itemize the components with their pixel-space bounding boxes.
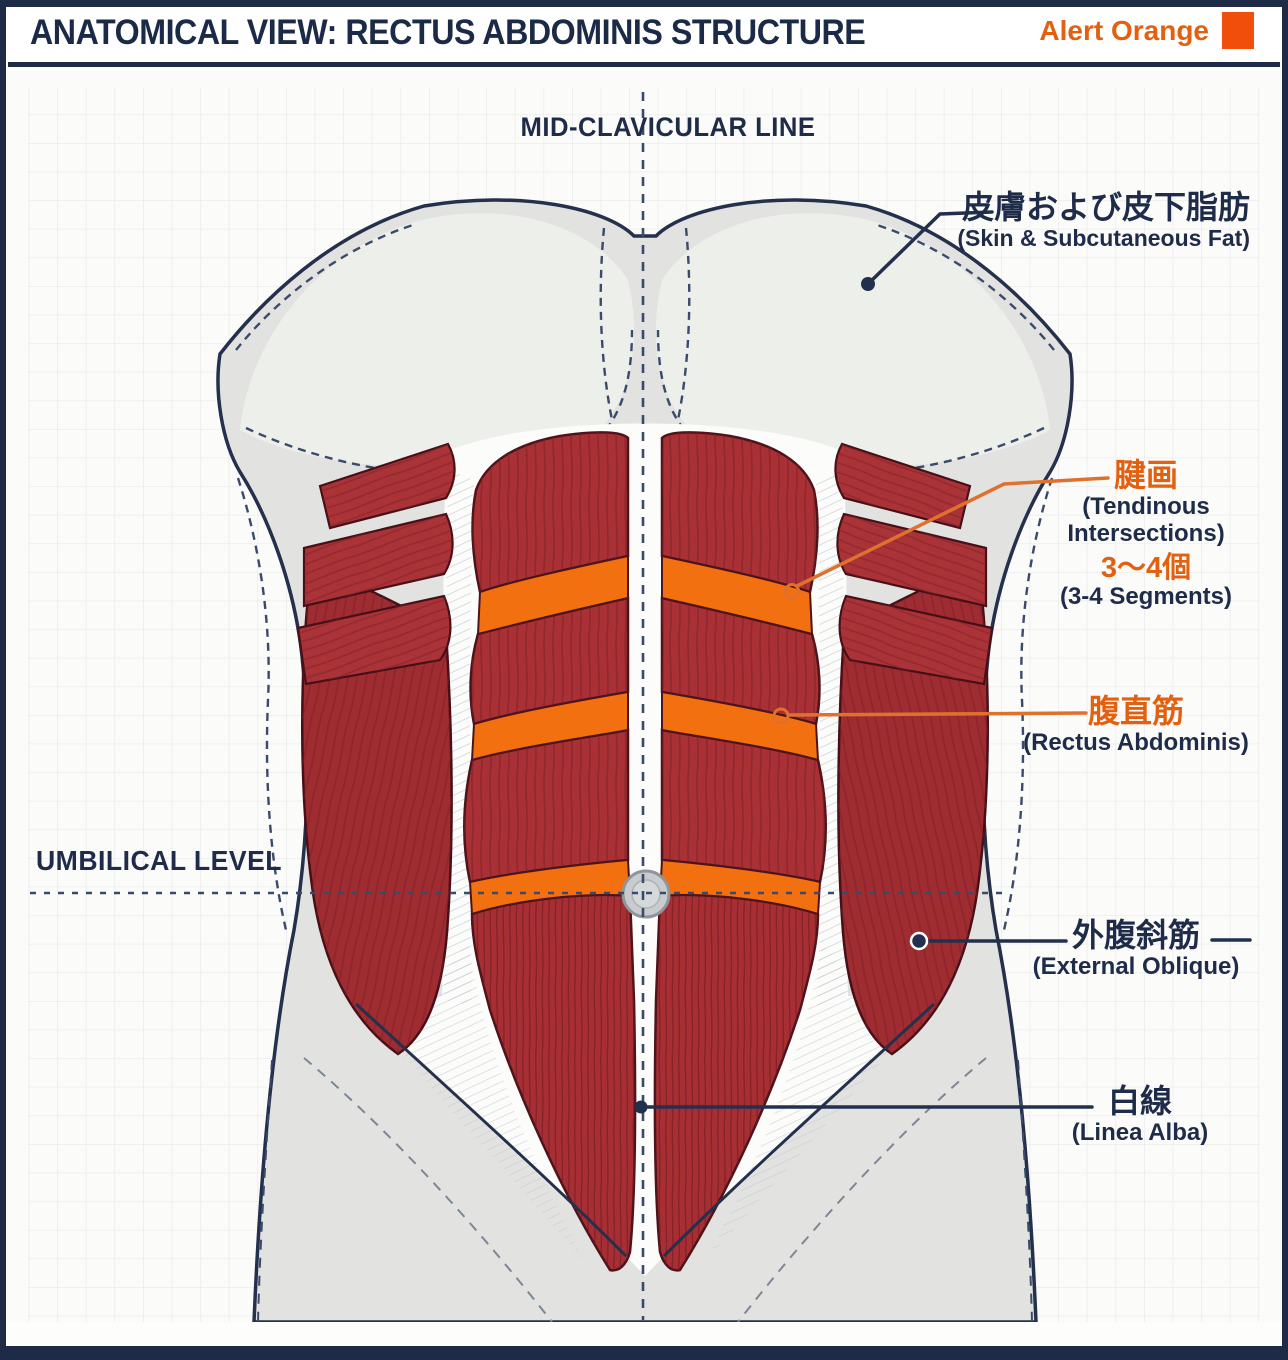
external-oblique-right (837, 557, 990, 1056)
callout-skin: 皮膚および皮下脂肪 (Skin & Subcutaneous Fat) (957, 189, 1250, 252)
accent-color-swatch (1222, 12, 1254, 49)
serratus-slips-left (296, 442, 456, 686)
callout-tendinous-en1: (Tendinous (1082, 492, 1210, 520)
tendinous-band-1-left (476, 554, 629, 636)
tendinous-band-2-right (661, 690, 820, 762)
leader-linea-alba (634, 1100, 1094, 1114)
tendinous-intersection-bands (468, 554, 822, 916)
rectus-abdominis-segments (462, 431, 828, 1272)
leader-rectus (772, 707, 1088, 725)
callout-linea-alba-jp: 白線 (1107, 1083, 1172, 1119)
callout-rectus-en: (Rectus Abdominis) (1023, 728, 1249, 756)
callout-tendinous-en2: Intersections) (1067, 519, 1225, 547)
accent-legend: Alert Orange (1039, 12, 1254, 49)
leader-skin (861, 210, 994, 291)
inguinal-line-left (354, 1002, 628, 1258)
title-band (6, 7, 1282, 62)
callout-tendinous: 腱画 (Tendinous Intersections) 3〜4個 (3-4 S… (1016, 457, 1276, 611)
callout-rectus: 腹直筋 (Rectus Abdominis) (1006, 693, 1266, 757)
serratus-slips-right (834, 442, 994, 686)
callout-rectus-jp: 腹直筋 (1087, 693, 1184, 729)
callout-tendinous-count-en: (3-4 Segments) (1059, 583, 1233, 611)
pectoral-highlight-left (240, 213, 635, 467)
umbilical-level-label: UMBILICAL LEVEL (36, 845, 283, 876)
callout-oblique-en: (External Oblique) (1032, 952, 1240, 980)
callout-skin-en: (Skin & Subcutaneous Fat) (957, 224, 1250, 251)
pectoral-highlight-right (655, 213, 1050, 467)
callout-skin-jp: 皮膚および皮下脂肪 (961, 189, 1250, 225)
tendinous-band-1-right (661, 554, 814, 636)
leader-oblique (909, 931, 1252, 951)
page-title: ANATOMICAL VIEW: RECTUS ABDOMINIS STRUCT… (30, 13, 866, 52)
accent-legend-label: Alert Orange (1039, 14, 1209, 46)
tendinous-band-2-left (470, 690, 629, 762)
callout-tendinous-jp: 腱画 (1113, 457, 1178, 493)
callout-oblique: 外腹斜筋 (External Oblique) (1006, 917, 1266, 981)
callout-linea-alba-en: (Linea Alba) (1071, 1118, 1209, 1146)
callout-oblique-jp: 外腹斜筋 (1071, 917, 1200, 953)
mid-clavicular-label: MID-CLAVICULAR LINE (520, 112, 816, 142)
callout-linea-alba: 白線 (Linea Alba) (1010, 1083, 1270, 1147)
callout-tendinous-count: 3〜4個 (1100, 551, 1192, 584)
torso-group (216, 198, 1074, 1322)
leader-tendinous (784, 476, 1110, 599)
external-oblique-left (300, 557, 453, 1056)
inguinal-line-right (662, 1002, 936, 1258)
